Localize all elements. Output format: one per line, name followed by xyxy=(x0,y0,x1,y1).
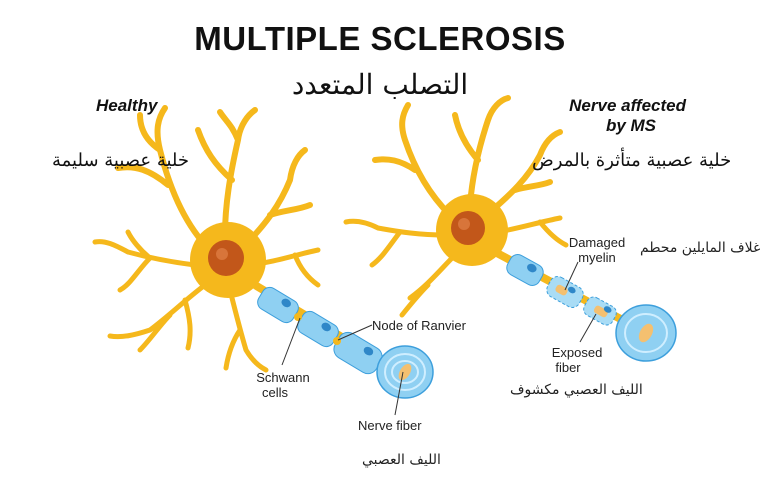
page-title: MULTIPLE SCLEROSIS xyxy=(194,20,566,57)
label-nerve-fiber-arabic: الليف العصبي xyxy=(362,452,441,468)
affected-myelin-segments xyxy=(506,254,617,326)
label-schwann-line1: Schwann xyxy=(256,370,310,385)
healthy-myelin-segments xyxy=(257,286,383,375)
label-schwann-line2: cells xyxy=(261,385,288,400)
label-damaged-myelin-line1: Damaged xyxy=(568,235,626,250)
label-damaged-myelin-line2: myelin xyxy=(578,250,616,265)
label-exposed-fiber-arabic: الليف العصبي مكشوف xyxy=(510,382,643,398)
label-nerve-fiber: Nerve fiber xyxy=(358,418,422,433)
page-title-arabic: التصلب المتعدد xyxy=(291,68,469,101)
affected-caption-arabic: خلية عصبية متأثرة بالمرض xyxy=(532,150,732,171)
healthy-neuron xyxy=(92,105,434,416)
affected-neuron xyxy=(343,95,677,362)
healthy-caption-arabic: خلية عصبية سليمة xyxy=(52,150,190,171)
healthy-dendrites xyxy=(92,105,321,373)
label-node-of-ranvier: Node of Ranvier xyxy=(372,318,466,333)
healthy-cross-section xyxy=(376,345,434,399)
label-damaged-myelin-arabic: غلاف المايلين محطم xyxy=(640,240,760,256)
affected-leader-lines xyxy=(564,261,597,343)
affected-caption-line1: Nerve affected xyxy=(569,96,686,115)
healthy-leader-lines xyxy=(281,317,404,416)
affected-cross-section xyxy=(615,304,677,362)
healthy-caption: Healthy xyxy=(96,96,158,115)
label-exposed-fiber-line2: fiber xyxy=(555,360,581,375)
label-exposed-fiber-line1: Exposed xyxy=(551,345,603,360)
affected-caption-line2: by MS xyxy=(605,116,656,135)
